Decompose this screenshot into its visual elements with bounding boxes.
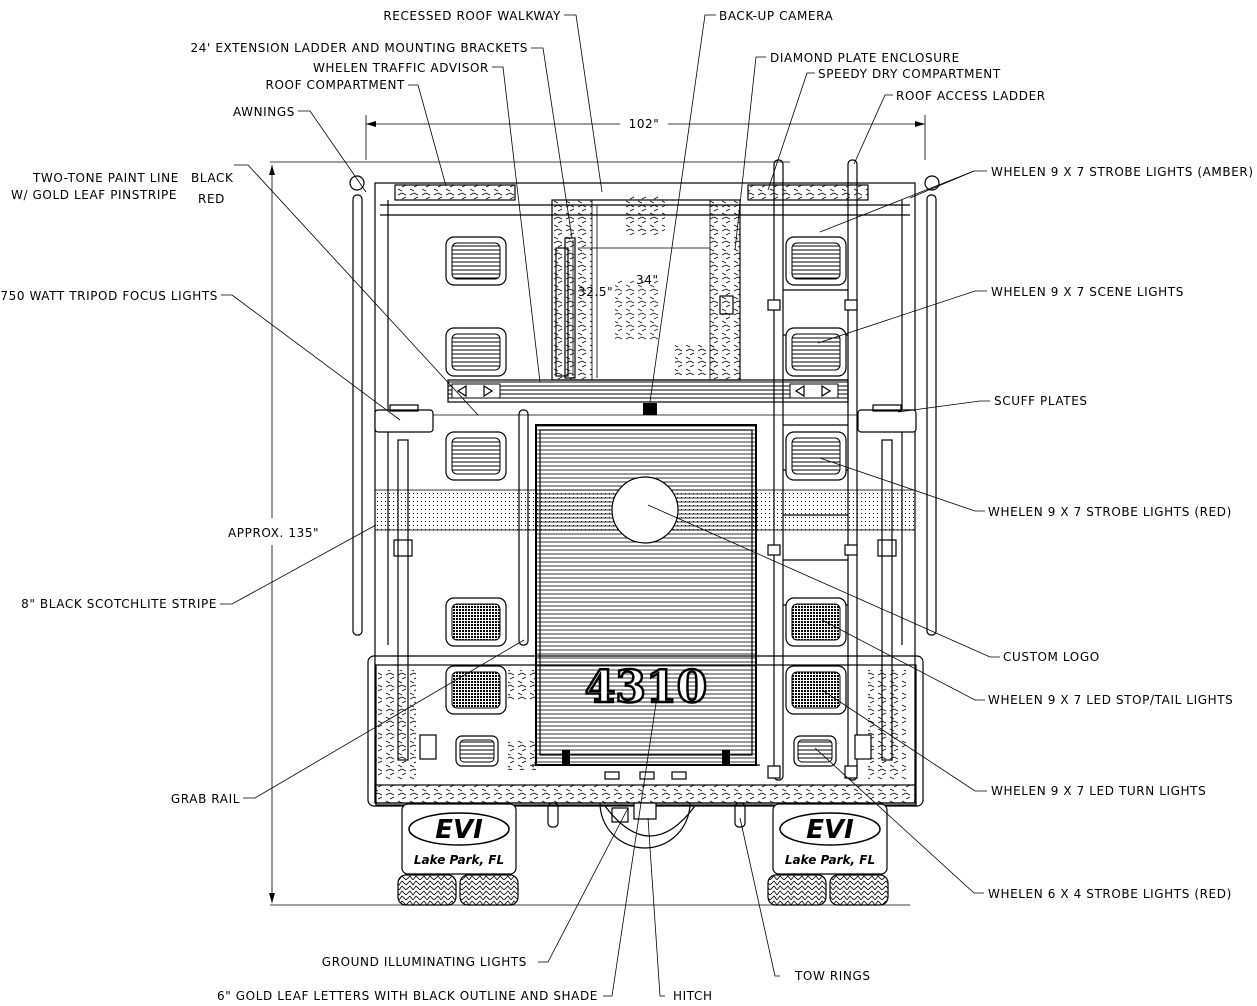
awning-right: [926, 194, 937, 636]
label-extension-ladder: 24' EXTENSION LADDER AND MOUNTING BRACKE…: [191, 41, 528, 55]
truck-body: 4310: [270, 159, 940, 849]
label-two-tone-red: RED: [198, 192, 225, 206]
label-strobe-amber: WHELEN 9 X 7 STROBE LIGHTS (AMBER): [991, 165, 1254, 179]
label-scotchlite: 8" BLACK SCOTCHLITE STRIPE: [21, 597, 217, 611]
dim-width-102: 102": [629, 117, 660, 131]
whelen-traffic-advisor: [447, 379, 849, 403]
label-recessed-roof-walkway: RECESSED ROOF WALKWAY: [383, 9, 561, 23]
label-strobe-red: WHELEN 9 X 7 STROBE LIGHTS (RED): [988, 505, 1232, 519]
label-two-tone-1: TWO-TONE PAINT LINE: [32, 171, 179, 185]
label-whelen-traffic-advisor: WHELEN TRAFFIC ADVISOR: [313, 61, 489, 75]
label-roof-compartment: ROOF COMPARTMENT: [266, 78, 406, 92]
label-scene-lights: WHELEN 9 X 7 SCENE LIGHTS: [991, 285, 1184, 299]
mudflap-brand-right: EVI: [806, 815, 854, 845]
label-hitch: HITCH: [673, 989, 713, 1001]
label-tripod-lights: 750 WATT TRIPOD FOCUS LIGHTS: [0, 289, 218, 303]
mudflap-brand-left: EVI: [435, 815, 483, 845]
unit-number: 4310: [585, 662, 707, 713]
label-led-stop-tail: WHELEN 9 X 7 LED STOP/TAIL LIGHTS: [988, 693, 1233, 707]
tripod-light-right: [857, 409, 917, 433]
roll-up-door: [535, 424, 757, 766]
label-gold-letters: 6" GOLD LEAF LETTERS WITH BLACK OUTLINE …: [217, 989, 598, 1001]
ground-light-right: [854, 734, 872, 760]
label-two-tone-black: BLACK: [191, 171, 234, 185]
label-roof-access-ladder: ROOF ACCESS LADDER: [896, 89, 1046, 103]
roof-compartment-right: [747, 184, 869, 201]
dim-height-135: APPROX. 135": [228, 526, 319, 540]
roof-compartment-left: [394, 184, 516, 201]
dim-walkway-34: 34": [636, 273, 659, 287]
mudflap-location-left: Lake Park, FL: [414, 853, 504, 867]
tow-ring-left: [547, 802, 559, 828]
leader-lines: [220, 14, 1000, 997]
rear-wheels: [270, 874, 910, 906]
lights: [445, 236, 847, 767]
label-tow-rings: TOW RINGS: [794, 969, 871, 983]
label-scuff-plates: SCUFF PLATES: [994, 394, 1088, 408]
dimension-lines: 102" APPROX. 135" 34" 32.5": [228, 115, 926, 903]
mudflap-left: EVI Lake Park, FL: [401, 803, 517, 875]
label-diamond-plate-enclosure: DIAMOND PLATE ENCLOSURE: [770, 51, 960, 65]
label-strobe-6x4: WHELEN 6 X 4 STROBE LIGHTS (RED): [988, 887, 1232, 901]
tow-ring-right: [734, 802, 746, 828]
custom-logo: [611, 476, 679, 544]
label-custom-logo: CUSTOM LOGO: [1003, 650, 1100, 664]
mudflap-right: EVI Lake Park, FL: [772, 803, 888, 875]
tripod-light-left: [374, 409, 434, 433]
mudflap-location-right: Lake Park, FL: [785, 853, 875, 867]
ground-light-left: [419, 734, 437, 760]
label-backup-camera: BACK-UP CAMERA: [719, 9, 834, 23]
grab-rail: [518, 409, 529, 646]
label-ground-lights: GROUND ILLUMINATING LIGHTS: [322, 955, 527, 969]
awning-left: [352, 194, 363, 636]
label-awnings: AWNINGS: [233, 105, 295, 119]
label-two-tone-2: W/ GOLD LEAF PINSTRIPE: [11, 188, 177, 202]
rear-bumper: [374, 784, 916, 804]
label-led-turn: WHELEN 9 X 7 LED TURN LIGHTS: [991, 784, 1206, 798]
callout-labels: RECESSED ROOF WALKWAY BACK-UP CAMERA 24'…: [0, 9, 1254, 1003]
dim-walkway-32-5: 32.5": [578, 285, 613, 299]
backup-camera: [643, 403, 657, 415]
label-speedy-dry: SPEEDY DRY COMPARTMENT: [818, 67, 1001, 81]
hitch: [633, 802, 657, 820]
label-grab-rail: GRAB RAIL: [171, 792, 240, 806]
